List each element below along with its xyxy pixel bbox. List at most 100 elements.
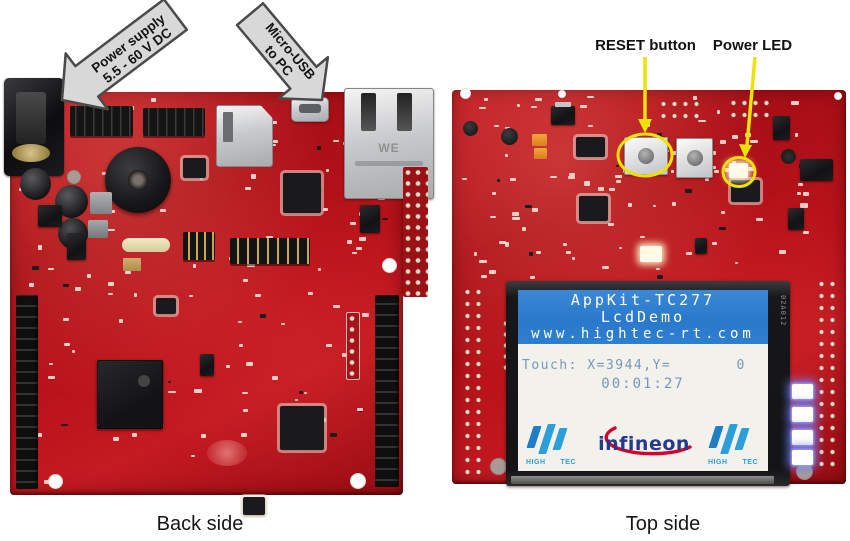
- silkscreen-speck: [705, 178, 709, 181]
- via-pad: [781, 149, 796, 164]
- diode-package: [800, 159, 833, 181]
- regulator-tab: [555, 102, 571, 107]
- silkscreen-speck: [802, 230, 810, 234]
- silkscreen-speck: [795, 132, 799, 138]
- infineon-logo: infineon: [598, 426, 692, 456]
- silkscreen-speck: [37, 245, 42, 250]
- hightec-logo-bar: [708, 426, 724, 448]
- soic-chip: [576, 137, 605, 157]
- smd-resistor-array: [123, 258, 141, 271]
- silkscreen-speck: [48, 376, 56, 380]
- silkscreen-speck: [167, 391, 176, 394]
- silkscreen-speck: [473, 252, 478, 257]
- silkscreen-speck: [534, 97, 542, 101]
- silkscreen-speck: [734, 262, 739, 264]
- soic-chip: [731, 180, 760, 202]
- silkscreen-speck: [349, 222, 357, 225]
- silkscreen-speck: [241, 391, 248, 395]
- silkscreen-speck: [800, 203, 808, 208]
- silkscreen-speck: [201, 433, 206, 439]
- caption-back-side: Back side: [156, 513, 244, 535]
- soic-chip: [183, 158, 206, 178]
- silkscreen-texture: [16, 98, 397, 489]
- silkscreen-speck: [535, 251, 542, 254]
- silkscreen-speck: [304, 391, 308, 395]
- silkscreen-speck: [750, 139, 759, 143]
- silkscreen-speck: [529, 275, 535, 279]
- smd-chip-speck: [524, 204, 532, 209]
- reset-button-label: RESET button: [595, 37, 696, 54]
- silkscreen-speck: [323, 208, 329, 211]
- lcd-time-readout: 00:01:27: [601, 376, 685, 392]
- mcu-chip-tc277: [97, 360, 163, 429]
- mounting-hole: [834, 92, 842, 100]
- silkscreen-speck: [108, 282, 115, 287]
- hightec-logo-text-high: HIGH: [708, 459, 728, 466]
- silkscreen-speck: [478, 106, 486, 110]
- silkscreen-speck: [504, 153, 509, 157]
- lcd-display-module: AppKit-TC277 LcdDemo www.hightec-rt.com …: [506, 281, 790, 486]
- power-supply-line1: Power supply: [89, 11, 169, 76]
- silkscreen-speck: [791, 100, 799, 106]
- silkscreen-speck: [357, 408, 363, 411]
- smd-chip-speck: [32, 265, 40, 270]
- tact-button: [676, 138, 713, 178]
- ethernet-latch-slot: [361, 93, 376, 131]
- smd-chip-speck: [616, 164, 620, 168]
- smd-ic: [788, 208, 804, 230]
- silkscreen-speck: [132, 432, 137, 437]
- ethernet-marking-line: [355, 161, 423, 166]
- caption-top-side: Top side: [625, 513, 701, 535]
- hightec-logo-text-high: HIGH: [526, 459, 546, 466]
- silkscreen-speck: [583, 181, 591, 186]
- silkscreen-speck: [712, 165, 716, 169]
- silkscreen-speck: [480, 274, 487, 279]
- ethernet-brand-marking: WE: [378, 141, 400, 155]
- silkscreen-speck: [579, 104, 588, 108]
- silkscreen-speck: [269, 120, 277, 125]
- silkscreen-speck: [742, 145, 747, 148]
- reset-button-knob: [638, 148, 654, 164]
- silkscreen-speck: [531, 207, 538, 212]
- mounting-hole: [350, 473, 366, 489]
- mounting-hole: [558, 90, 566, 98]
- lcd-screen: AppKit-TC277 LcdDemo www.hightec-rt.com …: [518, 290, 768, 471]
- infineon-silkscreen-ellipse: [207, 440, 247, 466]
- silkscreen-speck: [255, 294, 261, 297]
- silkscreen-speck: [107, 292, 113, 295]
- smd-chip-speck: [62, 283, 69, 287]
- pin-header-2x4: [183, 232, 215, 260]
- silkscreen-speck: [568, 176, 576, 179]
- lcd-touch-readout: Touch: X=3944,Y= 0: [522, 358, 746, 373]
- crystal-component: [122, 238, 170, 252]
- silkscreen-speck: [571, 257, 576, 260]
- hightec-logo-text-tec: TEC: [560, 459, 576, 466]
- silkscreen-speck: [63, 317, 70, 322]
- silkscreen-speck: [698, 119, 706, 122]
- silkscreen-speck: [246, 361, 253, 367]
- silkscreen-speck: [504, 242, 509, 247]
- power-supply-line2: 5.5 - 60 V DC: [100, 25, 175, 86]
- silkscreen-speck: [511, 216, 520, 221]
- power-module: [38, 205, 62, 227]
- lcd-title-line1: AppKit-TC277: [570, 290, 716, 309]
- silkscreen-speck: [347, 239, 352, 245]
- silkscreen-speck: [110, 210, 115, 214]
- buzzer: [105, 147, 171, 213]
- silkscreen-speck: [685, 251, 693, 255]
- smd-chip-speck: [316, 146, 322, 150]
- silkscreen-speck: [494, 124, 499, 127]
- silkscreen-speck: [720, 210, 725, 214]
- hightec-logo: HIGH TEC: [526, 424, 578, 466]
- connector-footprint-x201: [346, 312, 360, 380]
- smd-ic: [695, 238, 707, 254]
- lcd-logo-row: HIGH TEC infineon HIGH TEC: [526, 418, 760, 466]
- silkscreen-speck: [504, 126, 510, 130]
- chip-marking-dot: [138, 375, 150, 387]
- silkscreen-speck: [133, 293, 138, 297]
- lcd-flex-marking: 02A012: [779, 295, 787, 327]
- power-led-label: Power LED: [712, 37, 793, 54]
- silkscreen-speck: [717, 109, 721, 114]
- silkscreen-speck: [191, 454, 195, 458]
